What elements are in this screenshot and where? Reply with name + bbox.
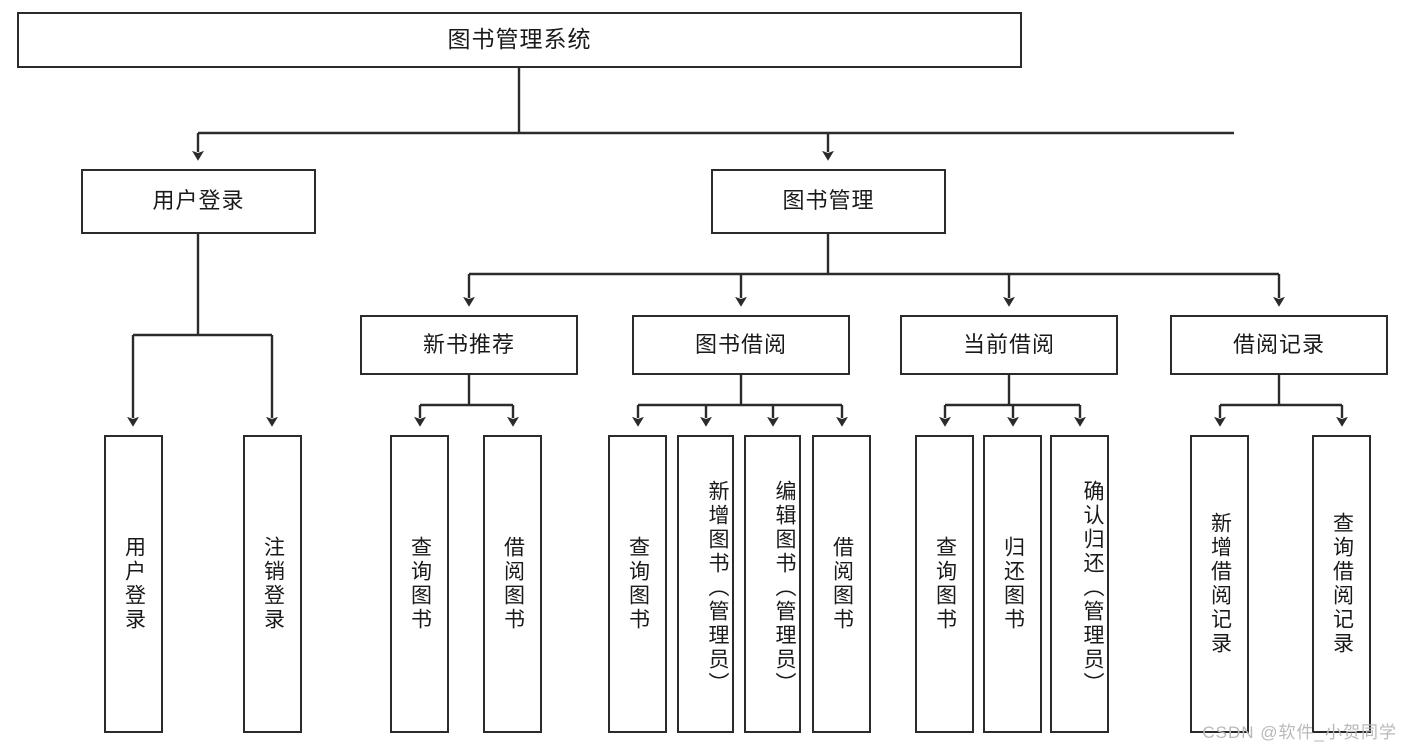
node-label: 查询图书 [933,536,957,632]
leaf-borrow-book[interactable]: 借阅图书 [812,435,871,733]
watermark-text: CSDN @软件_小贺同学 [1202,723,1397,742]
node-label: 借阅图书 [501,536,525,632]
node-book-borrow[interactable]: 图书借阅 [632,315,850,375]
leaf-add-borrow-record[interactable]: 新增借阅记录 [1190,435,1249,733]
node-label: 图书管理 [782,188,875,214]
leaf-query-borrow-record[interactable]: 查询借阅记录 [1312,435,1371,733]
node-label: 确认归还（管理员） [1081,480,1104,696]
node-user-login[interactable]: 用户登录 [81,169,316,234]
node-label: 新增图书（管理员） [706,480,729,696]
leaf-confirm-return-admin[interactable]: 确认归还（管理员） [1050,435,1109,733]
leaf-user-login[interactable]: 用户登录 [104,435,163,733]
leaf-query-book-recommend[interactable]: 查询图书 [390,435,449,733]
node-label: 当前借阅 [962,331,1055,357]
node-borrow-record[interactable]: 借阅记录 [1170,315,1388,375]
node-label: 注销登录 [261,536,285,632]
node-label: 查询图书 [408,536,432,632]
node-label: 新增借阅记录 [1208,512,1232,656]
leaf-return-book[interactable]: 归还图书 [983,435,1042,733]
node-book-management[interactable]: 图书管理 [711,169,946,234]
leaf-add-book-admin[interactable]: 新增图书（管理员） [677,435,734,733]
node-label: 用户登录 [122,536,146,632]
node-current-borrow[interactable]: 当前借阅 [900,315,1118,375]
node-label: 归还图书 [1001,536,1025,632]
node-label: 编辑图书（管理员） [773,480,796,696]
node-new-book-recommend[interactable]: 新书推荐 [360,315,578,375]
leaf-query-book-current[interactable]: 查询图书 [915,435,974,733]
node-label: 图书借阅 [694,331,787,357]
node-label: 查询借阅记录 [1330,512,1354,656]
node-label: 借阅图书 [830,536,854,632]
node-label: 新书推荐 [422,331,515,357]
leaf-edit-book-admin[interactable]: 编辑图书（管理员） [744,435,801,733]
node-label: 图书管理系统 [447,26,592,53]
node-label: 借阅记录 [1232,331,1325,357]
leaf-borrow-book-recommend[interactable]: 借阅图书 [483,435,542,733]
leaf-query-book-borrow[interactable]: 查询图书 [608,435,667,733]
node-label: 用户登录 [152,188,245,214]
node-label: 查询图书 [626,536,650,632]
leaf-logout[interactable]: 注销登录 [243,435,302,733]
node-root-system[interactable]: 图书管理系统 [17,12,1022,68]
